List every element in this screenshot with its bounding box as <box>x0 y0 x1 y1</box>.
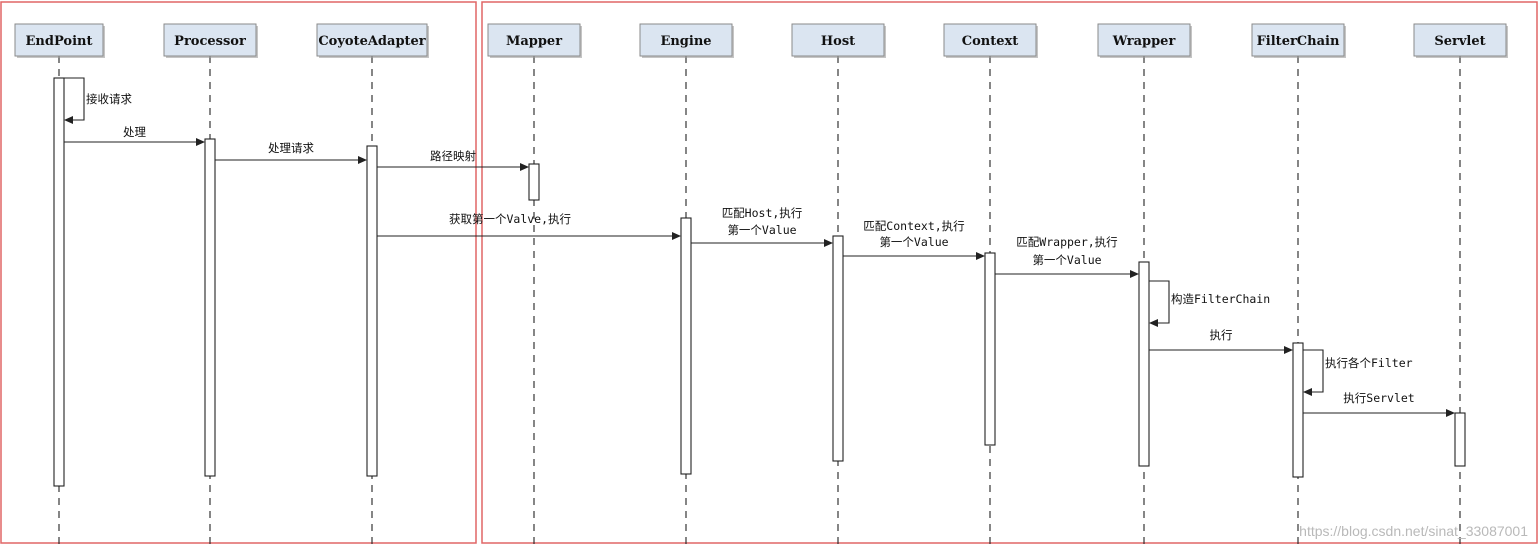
actor-endpoint: EndPoint <box>14 23 105 58</box>
actor-boxes: EndPoint Processor CoyoteAdapter Mapper Engi… <box>14 23 1508 58</box>
activation-bars <box>53 77 1466 487</box>
message-label: 构造FilterChain <box>1171 292 1270 306</box>
message-label: 执行 <box>1210 328 1233 342</box>
actor-box <box>487 23 581 57</box>
arrow-head <box>358 156 367 164</box>
arrow-head <box>976 252 985 260</box>
message-label: 执行各个Filter <box>1325 356 1413 370</box>
arrow-head <box>1303 388 1312 396</box>
message-label: 第一个Value <box>1032 253 1101 267</box>
activation-servlet <box>1454 412 1466 467</box>
message-label: 匹配Context,执行 <box>863 219 964 233</box>
actor-label: Processor <box>174 34 246 49</box>
message-label: 获取第一个Valve,执行 <box>449 212 571 226</box>
self-call-line <box>1149 280 1170 324</box>
actor-label: Engine <box>660 34 711 49</box>
actor-label: FilterChain <box>1257 34 1340 49</box>
message-arrows: 接收请求处理处理请求路径映射获取第一个Valve,执行匹配Host,执行第一个V… <box>64 77 1455 417</box>
actor-label: Servlet <box>1434 34 1485 49</box>
activation-filterchain <box>1292 342 1304 478</box>
message-label: 匹配Host,执行 <box>722 206 803 220</box>
arrow-head <box>1446 409 1455 417</box>
actor-mapper: Mapper <box>487 23 582 58</box>
message-2: 处理 <box>64 125 205 146</box>
message-1: 接收请求 <box>64 77 132 124</box>
activation-context <box>984 252 996 446</box>
actor-box <box>791 23 885 57</box>
message-12: 执行Servlet <box>1303 391 1455 417</box>
actor-wrapper: Wrapper <box>1097 23 1192 58</box>
activation-endpoint <box>53 77 65 487</box>
actor-coyoteadapter: CoyoteAdapter <box>316 23 429 58</box>
message-9: 构造FilterChain <box>1149 280 1270 327</box>
activation-host <box>832 235 844 462</box>
actor-context: Context <box>943 23 1038 58</box>
message-label: 处理请求 <box>268 141 314 155</box>
actor-box <box>1251 23 1345 57</box>
activation-wrapper <box>1138 261 1150 467</box>
actor-servlet: Servlet <box>1413 23 1508 58</box>
arrow-head <box>824 239 833 247</box>
message-3: 处理请求 <box>215 141 367 164</box>
actor-filterchain: FilterChain <box>1251 23 1346 58</box>
message-10: 执行 <box>1149 328 1293 354</box>
actor-label: Wrapper <box>1112 34 1176 49</box>
message-4: 路径映射 <box>377 149 529 171</box>
frame-right <box>481 1 1538 544</box>
actor-label: Context <box>962 34 1019 49</box>
arrow-head <box>1284 346 1293 354</box>
watermark: https://blog.csdn.net/sinat_33087001 <box>1299 523 1528 539</box>
message-label: 匹配Wrapper,执行 <box>1016 235 1117 249</box>
actor-box <box>639 23 733 57</box>
arrow-head <box>64 116 73 124</box>
activation-processor <box>204 138 216 477</box>
actor-label: Host <box>821 34 855 49</box>
message-5: 获取第一个Valve,执行 <box>377 212 681 240</box>
actor-box <box>1413 23 1507 57</box>
arrow-head <box>520 163 529 171</box>
message-11: 执行各个Filter <box>1303 349 1413 396</box>
activation-engine <box>680 217 692 475</box>
arrow-head <box>1149 319 1158 327</box>
actor-box <box>14 23 104 57</box>
activation-coyoteadapter <box>366 145 378 477</box>
message-label: 第一个Value <box>879 235 948 249</box>
actor-engine: Engine <box>639 23 734 58</box>
actor-label: Mapper <box>506 34 562 49</box>
arrow-head <box>1130 270 1139 278</box>
message-label: 接收请求 <box>86 92 132 106</box>
actor-label: EndPoint <box>26 34 93 49</box>
actor-processor: Processor <box>163 23 258 58</box>
actor-box <box>163 23 257 57</box>
activation-mapper <box>528 163 540 201</box>
actor-box <box>316 23 428 57</box>
message-label: 第一个Value <box>727 223 796 237</box>
actor-box <box>943 23 1037 57</box>
message-label: 路径映射 <box>430 149 476 163</box>
message-label: 处理 <box>123 125 146 139</box>
arrow-head <box>672 232 681 240</box>
actor-box <box>1097 23 1191 57</box>
self-call-line <box>64 77 85 121</box>
actor-host: Host <box>791 23 886 58</box>
self-call-line <box>1303 349 1324 393</box>
actor-label: CoyoteAdapter <box>318 34 425 49</box>
message-label: 执行Servlet <box>1343 391 1414 405</box>
arrow-head <box>196 138 205 146</box>
frame-left <box>0 1 477 544</box>
